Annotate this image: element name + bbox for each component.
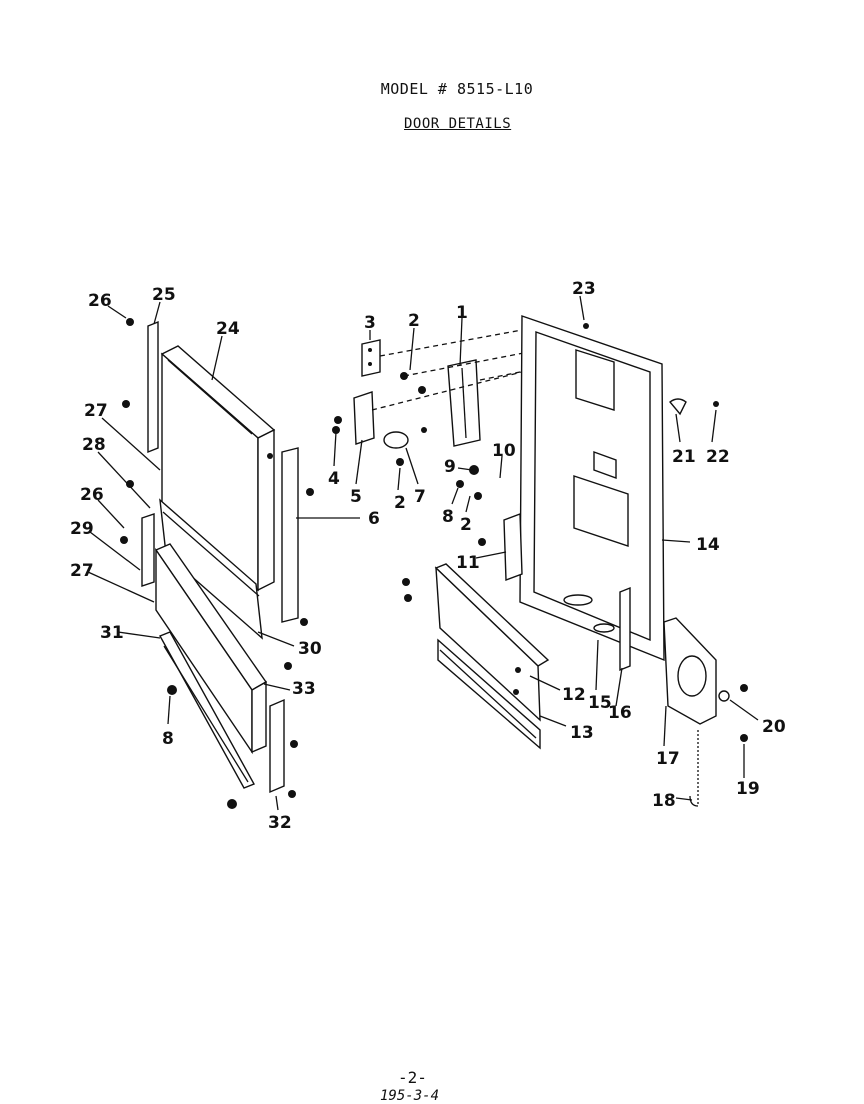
callout-10: 10	[492, 441, 516, 461]
callout-18: 18	[652, 791, 676, 811]
callout-8a: 8	[442, 507, 454, 527]
hinge-assembly	[332, 329, 581, 546]
callout-11: 11	[456, 553, 480, 573]
callout-29: 29	[70, 519, 94, 539]
callout-24: 24	[216, 319, 240, 339]
section-title: DOOR DETAILS	[404, 116, 512, 132]
callout-19: 19	[736, 779, 760, 799]
callout-16: 16	[608, 703, 632, 723]
callout-5: 5	[350, 487, 362, 507]
callout-15: 15	[588, 693, 612, 713]
callout-12: 12	[562, 685, 586, 705]
callout-32: 32	[268, 813, 292, 833]
callout-14: 14	[696, 535, 720, 555]
callout-labels: 1 2 3 4 5 6 7 8 9 10 11 12 13 14 15 16 1…	[70, 279, 786, 833]
callout-2c: 2	[460, 515, 472, 535]
callout-13: 13	[570, 723, 594, 743]
callout-27a: 27	[84, 401, 108, 421]
callout-7: 7	[414, 487, 426, 507]
callout-27b: 27	[70, 561, 94, 581]
counterbalance-assembly	[663, 398, 748, 807]
callout-30: 30	[298, 639, 322, 659]
callout-3: 3	[364, 313, 376, 333]
callout-4: 4	[328, 469, 340, 489]
callout-26b: 26	[80, 485, 104, 505]
callout-26a: 26	[88, 291, 112, 311]
callout-2a: 2	[408, 311, 420, 331]
callout-31: 31	[100, 623, 124, 643]
callout-17: 17	[656, 749, 680, 769]
callout-25: 25	[152, 285, 176, 305]
callout-2b: 2	[394, 493, 406, 513]
model-number: MODEL # 8515-L10	[380, 80, 534, 98]
handwritten-note: 195-3-4	[380, 1088, 440, 1104]
callout-22: 22	[706, 447, 730, 467]
leader-lines	[87, 295, 759, 811]
callout-21: 21	[672, 447, 696, 467]
callout-8b: 8	[162, 729, 174, 749]
callout-9: 9	[444, 457, 456, 477]
callout-28: 28	[82, 435, 106, 455]
inner-door-frame	[503, 315, 665, 672]
callout-23: 23	[572, 279, 596, 299]
page-number: -2-	[398, 1068, 427, 1087]
callout-20: 20	[762, 717, 786, 737]
callout-6: 6	[368, 509, 380, 529]
callout-1: 1	[456, 303, 468, 323]
lower-trim-assembly	[402, 563, 550, 750]
left-panel-assembly	[120, 318, 314, 809]
callout-33: 33	[292, 679, 316, 699]
